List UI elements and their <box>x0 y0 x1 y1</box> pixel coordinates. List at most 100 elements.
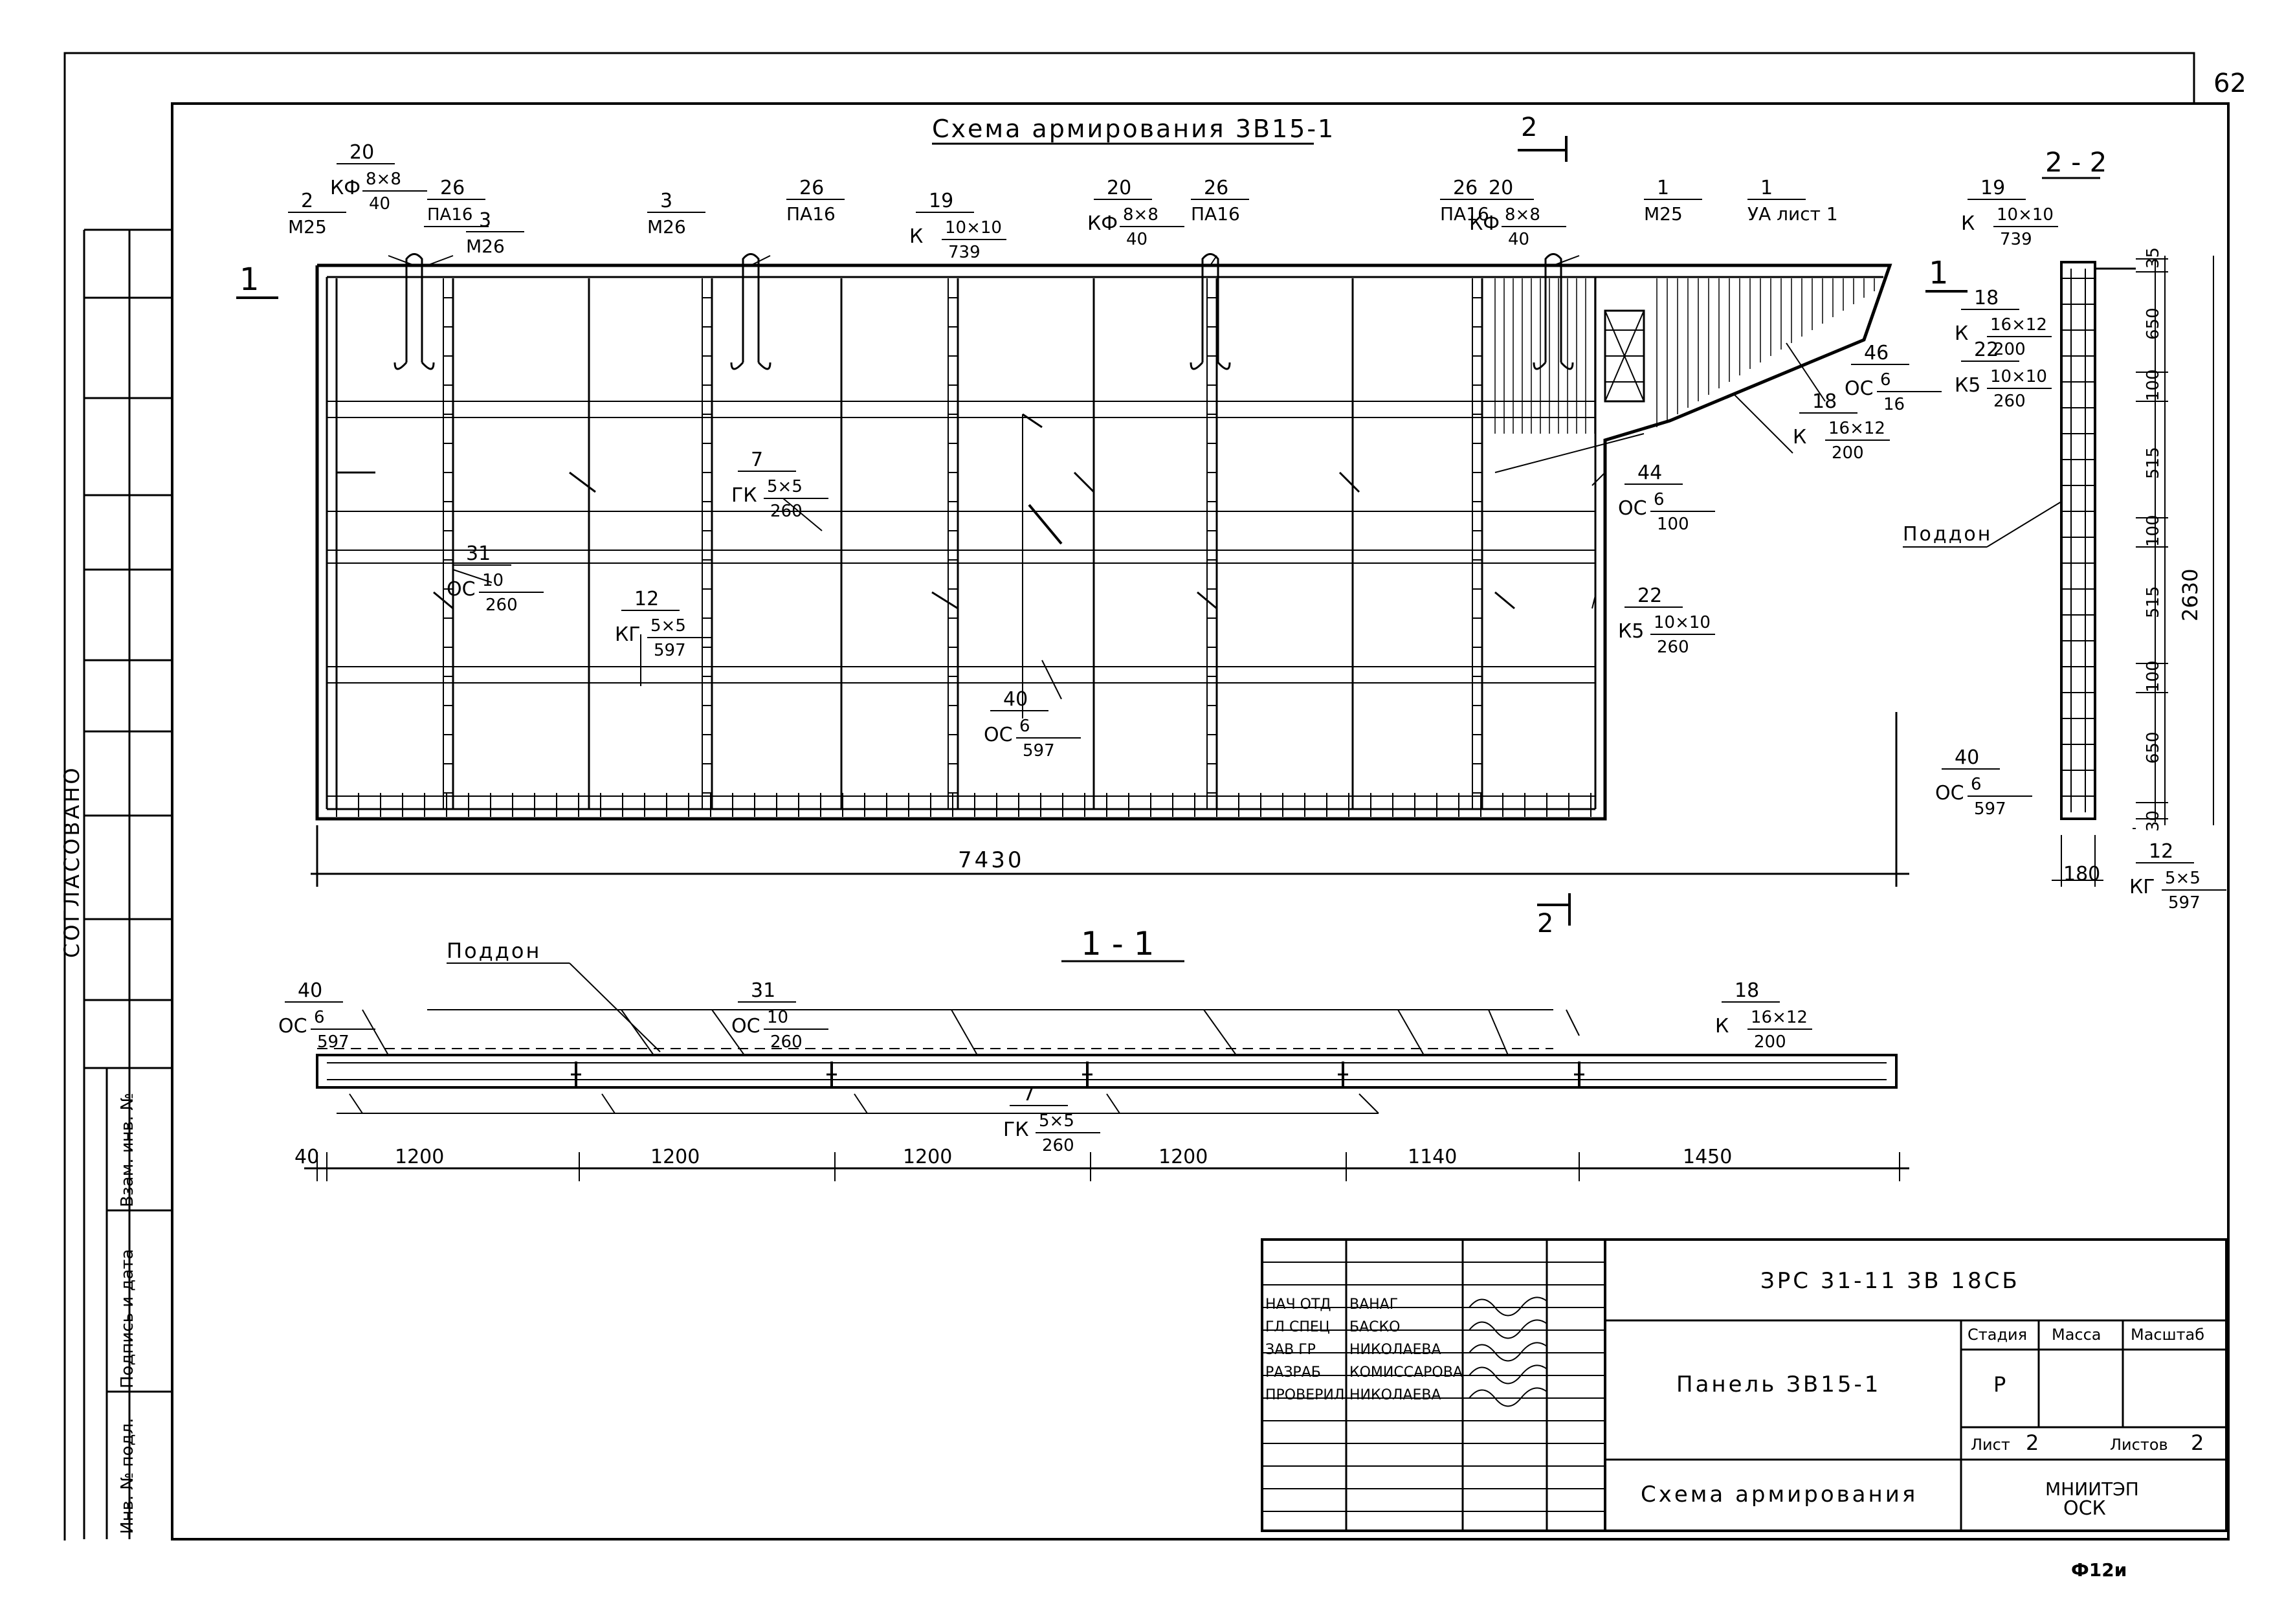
mass-header: Масса <box>2052 1326 2101 1344</box>
main-view-title: Схема армирования 3В15-1 <box>932 115 1335 143</box>
section-22-title: 2 - 2 <box>2045 146 2107 178</box>
main-callout-13-num: 6 <box>1880 370 1891 390</box>
signature-role-4: ПРОВЕРИЛ <box>1265 1387 1344 1403</box>
main-callout-8-den: ПА16 <box>1191 203 1240 225</box>
signature-name-3: КОМИССАРОВА <box>1349 1364 1463 1381</box>
section-11-callout-1-den: 260 <box>770 1032 803 1052</box>
vertical-bars <box>335 278 1875 809</box>
main-callout-20-code: КГ <box>615 623 641 646</box>
sheet-number: 62 <box>2213 69 2246 98</box>
section-22-callout-3-mark: 40 <box>1955 746 1979 769</box>
vertical-bar <box>702 278 713 809</box>
stamp-field-inv-orig: Инв. № подл. <box>118 1418 137 1534</box>
section-22-callout-3-den: 597 <box>1974 799 2006 819</box>
main-callout-1-num: ПА16 <box>427 205 472 225</box>
sheets-value: 2 <box>2191 1430 2204 1455</box>
section-22-callout-4-code: КГ <box>2129 876 2155 898</box>
section-22-callout-1-code: К <box>1955 322 1968 345</box>
section-22-dim-3: 515 <box>2144 447 2163 479</box>
vertical-bar <box>1206 278 1218 809</box>
main-callout-2-mark: 2 <box>301 190 313 212</box>
stage-value: Р <box>1993 1372 2006 1397</box>
section-22-total: 2630 <box>2178 569 2202 621</box>
main-callout-10-den: 40 <box>1508 230 1529 249</box>
section-22-dim-6: 100 <box>2144 660 2163 693</box>
section-22-callout-0-num: 10×10 <box>1997 205 2054 225</box>
main-callout-11-mark: 1 <box>1657 177 1669 199</box>
corner-zone <box>1494 309 1645 473</box>
section-11-callout-0-mark: 40 <box>298 979 322 1002</box>
section-22-callout-2-den: 260 <box>1993 392 2026 411</box>
main-callout-14-den: 200 <box>1832 443 1864 463</box>
main-callout-0-num: 8×8 <box>366 170 401 189</box>
main-callout-7-code: КФ <box>1087 212 1118 235</box>
main-callout-14-num: 16×12 <box>1828 419 1885 438</box>
cut-mark-bottom: 2 <box>1537 909 1553 939</box>
section-22-callout-0-mark: 19 <box>1980 177 2005 199</box>
signature-name-4: НИКОЛАЕВА <box>1349 1387 1441 1403</box>
main-callout-15-num: 6 <box>1654 490 1665 509</box>
section-22-width: 180 <box>2063 863 2100 885</box>
section-11-callout-3-code: ГК <box>1003 1118 1029 1141</box>
main-callout-12-mark: 1 <box>1760 177 1773 199</box>
section-22-dim-4: 100 <box>2144 515 2163 547</box>
main-callout-20-num: 5×5 <box>650 616 686 636</box>
main-callout-0-den: 40 <box>369 194 390 214</box>
overall-dimension: 7430 <box>958 847 1025 873</box>
section-22-callout-2-num: 10×10 <box>1990 367 2047 386</box>
section-11-callout-3-num: 5×5 <box>1039 1111 1074 1131</box>
signature-role-3: РАЗРАБ <box>1265 1364 1321 1381</box>
org-line-1: МНИИТЭП <box>2045 1478 2139 1500</box>
section-11-joint <box>826 1062 837 1087</box>
section-22-callout-4-den: 597 <box>2168 893 2201 913</box>
section-22-pallet: Поддон <box>1903 523 1992 546</box>
main-callout-17-code: ГК <box>731 484 757 507</box>
section-22-body <box>2052 259 2156 887</box>
main-callout-0-mark: 20 <box>349 141 374 164</box>
sheet-label: Лист <box>1971 1436 2010 1454</box>
section-22-callout-1-den: 200 <box>1993 340 2026 359</box>
main-callout-12-den: УА лист 1 <box>1747 203 1838 225</box>
sheet-value: 2 <box>2026 1430 2039 1455</box>
signature-mark <box>1469 1342 1547 1362</box>
signature-name-0: ВАНАГ <box>1349 1296 1398 1313</box>
main-callout-14-mark: 18 <box>1812 390 1837 413</box>
main-callout-20-mark: 12 <box>634 588 659 610</box>
section-11-dim-4: 1200 <box>1159 1146 1208 1168</box>
main-callout-11-den: М25 <box>1644 203 1683 225</box>
stage-header: Стадия <box>1968 1326 2027 1344</box>
signature-role-2: ЗАВ ГР <box>1265 1342 1316 1358</box>
horizontal-bars <box>327 401 1595 797</box>
signature-name-2: НИКОЛАЕВА <box>1349 1342 1441 1358</box>
section-22-dim-5: 515 <box>2144 586 2163 618</box>
stamp-field-replace-inv: Взам. инв. № <box>118 1093 137 1207</box>
main-callout-4-den: М26 <box>647 216 686 238</box>
main-callout-3-den: М26 <box>466 236 505 257</box>
main-callout-19-num: 6 <box>1019 717 1030 736</box>
section-11-dim-0: 40 <box>294 1146 319 1168</box>
main-callout-16-mark: 22 <box>1637 584 1662 607</box>
section-11-callout-2-mark: 18 <box>1735 979 1759 1002</box>
footer-code: Ф12и <box>2071 1559 2127 1581</box>
document-subtitle: Схема армирования <box>1641 1482 1918 1507</box>
section-11-joint <box>571 1062 581 1087</box>
main-callout-8-mark: 26 <box>1204 177 1228 199</box>
